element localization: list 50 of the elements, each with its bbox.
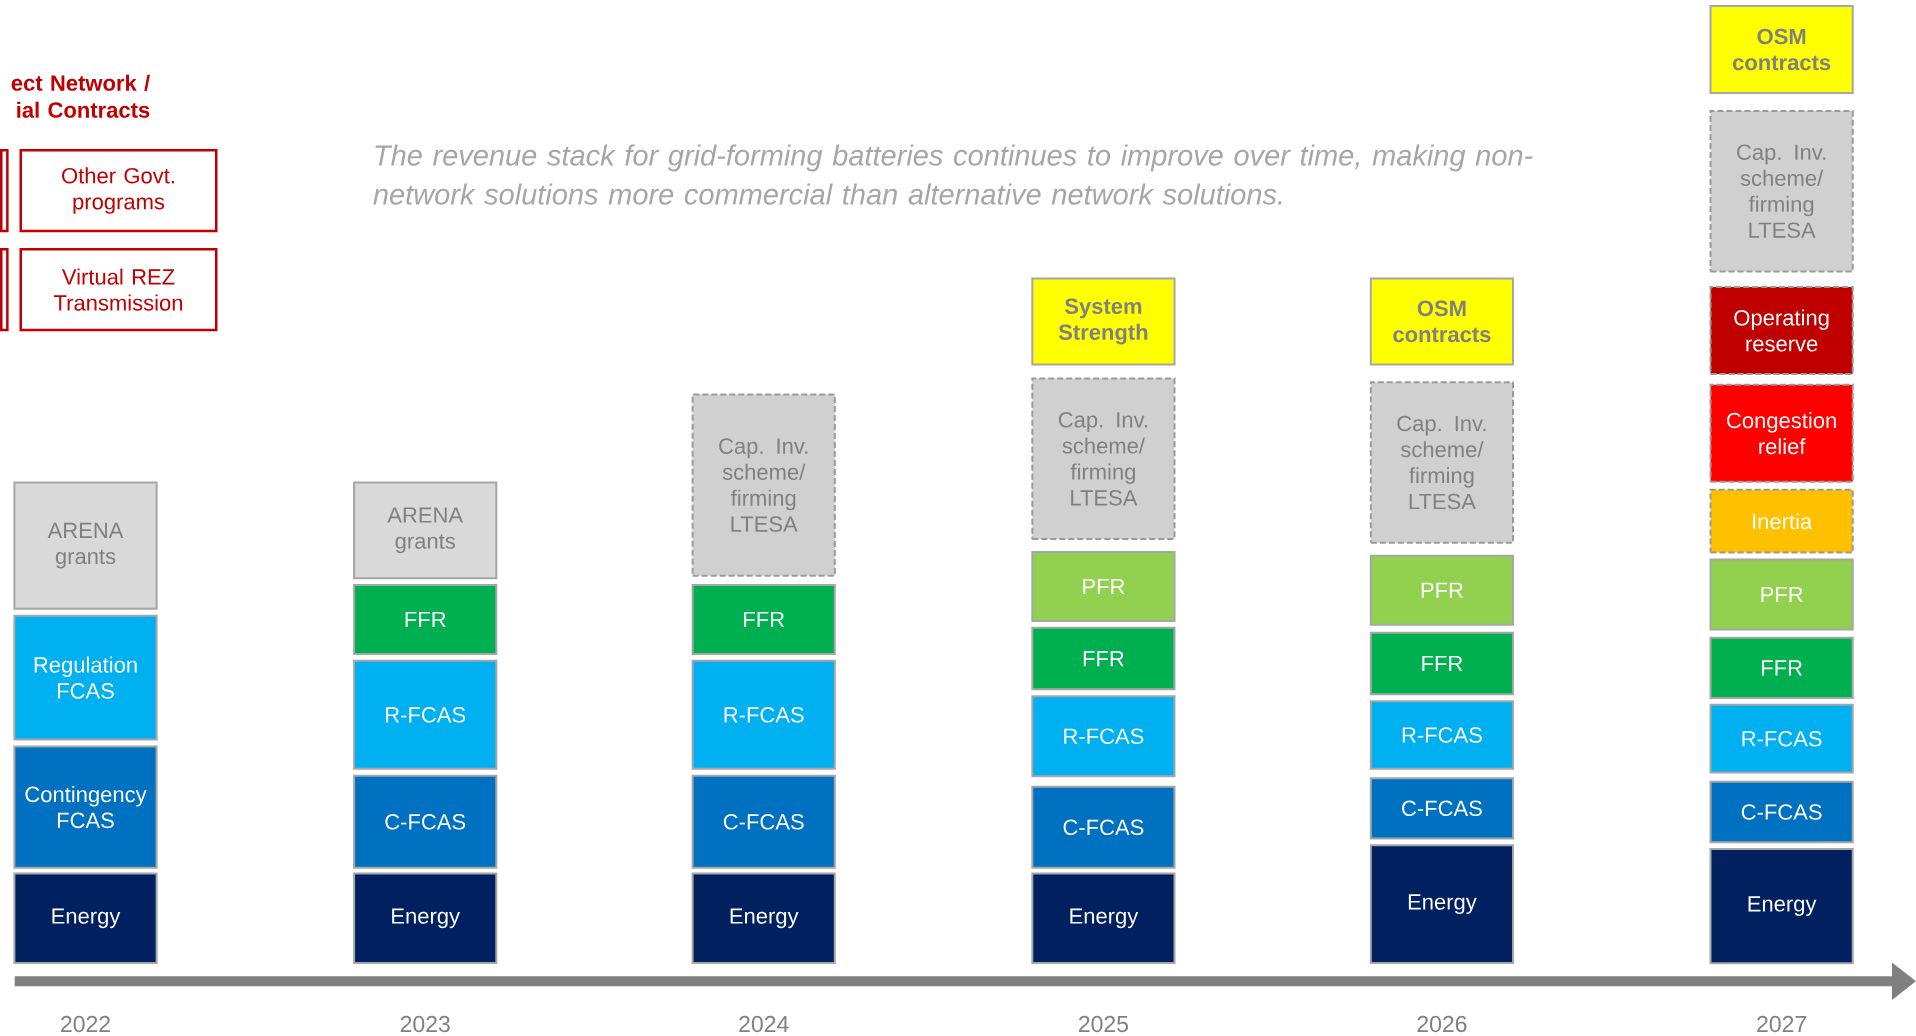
revenue-box: R-FCAS (691, 659, 836, 770)
revenue-box: Inertia (1709, 488, 1854, 554)
outlined-box (0, 149, 9, 233)
revenue-box: Energy (1369, 844, 1514, 965)
year-label: 2025 (1079, 1015, 1128, 1033)
revenue-box: Energy (13, 872, 158, 965)
revenue-box: R-FCAS (1369, 700, 1514, 770)
revenue-box: Regulation FCAS (13, 614, 158, 741)
outlined-box: Other Govt. programs (19, 149, 218, 233)
revenue-box: PFR (1031, 551, 1176, 622)
revenue-box: FFR (1031, 626, 1176, 691)
revenue-box: Energy (1031, 872, 1176, 965)
note-text: The revenue stack for grid-forming batteries continues to improve over time, making non-network solutions more commercial than alternative network solutions. (373, 144, 1533, 205)
revenue-box: R-FCAS (1709, 703, 1854, 774)
revenue-box: OSM contracts (1369, 277, 1514, 366)
revenue-box: System Strength (1031, 277, 1176, 366)
revenue-box: C-FCAS (1369, 777, 1514, 840)
revenue-box: OSM contracts (1709, 4, 1854, 95)
revenue-box: Operating reserve (1709, 285, 1854, 376)
revenue-box: FFR (353, 584, 498, 655)
revenue-box: C-FCAS (353, 774, 498, 869)
dashed-box: Cap. Inv. scheme/ firming LTESA (1709, 109, 1854, 273)
year-label: 2027 (1757, 1015, 1807, 1033)
revenue-box: Contingency FCAS (13, 745, 158, 869)
revenue-box: PFR (1709, 558, 1854, 631)
revenue-box: C-FCAS (1709, 780, 1854, 844)
revenue-box: FFR (1369, 631, 1514, 696)
revenue-box: PFR (1369, 554, 1514, 626)
dashed-box: Cap. Inv. scheme/ firming LTESA (1369, 381, 1514, 544)
revenue-box: R-FCAS (353, 659, 498, 770)
revenue-box: Energy (1709, 848, 1854, 965)
revenue-box: Energy (353, 872, 498, 965)
revenue-box: FFR (1709, 636, 1854, 699)
revenue-box: ARENA grants (353, 481, 498, 580)
dashed-box: Cap. Inv. scheme/ firming LTESA (691, 393, 836, 577)
revenue-box: Congestion relief (1709, 383, 1854, 483)
revenue-box: ARENA grants (13, 481, 158, 610)
revenue-box: C-FCAS (1031, 785, 1176, 869)
year-label: 2024 (739, 1015, 789, 1033)
outlined-box (0, 248, 9, 332)
heading: ect Network / ial Contracts (11, 74, 150, 118)
dashed-box: Cap. Inv. scheme/ firming LTESA (1031, 377, 1176, 541)
revenue-box: R-FCAS (1031, 695, 1176, 778)
revenue-box: FFR (691, 584, 836, 655)
revenue-box: C-FCAS (691, 774, 836, 869)
year-label: 2026 (1417, 1015, 1467, 1033)
outlined-box: Virtual REZ Transmission (19, 248, 218, 332)
revenue-box: Energy (691, 872, 836, 965)
year-label: 2023 (400, 1015, 450, 1033)
year-label: 2022 (61, 1015, 110, 1033)
